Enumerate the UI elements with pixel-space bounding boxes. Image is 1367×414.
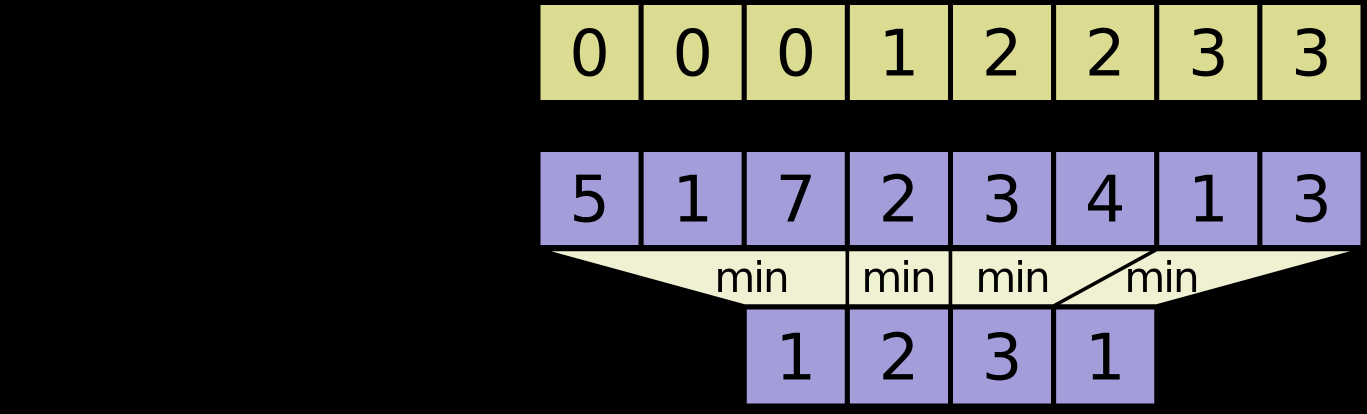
array-cell: [741, 147, 850, 250]
array-cell-value: 3: [982, 164, 1023, 238]
array-cell-value: 4: [1085, 164, 1126, 238]
min-label: min: [1124, 253, 1197, 302]
minimum-cell-value: 2: [879, 322, 920, 396]
block-index-cell: [638, 0, 747, 105]
array-cell: [1257, 147, 1366, 250]
block-index-cell-value: 3: [1291, 18, 1332, 92]
block-index-cell-value: 1: [879, 18, 920, 92]
block-index-cell-value: 0: [775, 18, 816, 92]
block-index-cell-value: 0: [672, 18, 713, 92]
block-index-cell-value: 2: [982, 18, 1023, 92]
array-cell: [535, 147, 644, 250]
minimum-cell-value: 3: [982, 322, 1023, 396]
minimum-cell: [1051, 304, 1160, 409]
array-cell-value: 1: [672, 164, 713, 238]
min-label: min: [861, 253, 934, 302]
minimum-cell-value: 1: [775, 322, 816, 396]
block-index-cell: [1257, 0, 1366, 105]
array-cell: [638, 147, 747, 250]
minimum-cell: [948, 304, 1057, 409]
block-index-cell-value: 2: [1085, 18, 1126, 92]
block-index-cell: [844, 0, 953, 105]
array-cell-value: 2: [879, 164, 920, 238]
block-index-cell-value: 3: [1188, 18, 1229, 92]
array-cell-value: 5: [569, 164, 610, 238]
array-cell-value: 3: [1291, 164, 1332, 238]
block-index-cell-value: 0: [569, 18, 610, 92]
array-cell-value: 1: [1188, 164, 1229, 238]
minimum-cell: [741, 304, 850, 409]
min-label: min: [975, 253, 1048, 302]
minimum-cell-value: 1: [1085, 322, 1126, 396]
block-index-cell: [535, 0, 644, 105]
array-cell-value: 7: [775, 164, 816, 238]
min-label: min: [714, 253, 787, 302]
